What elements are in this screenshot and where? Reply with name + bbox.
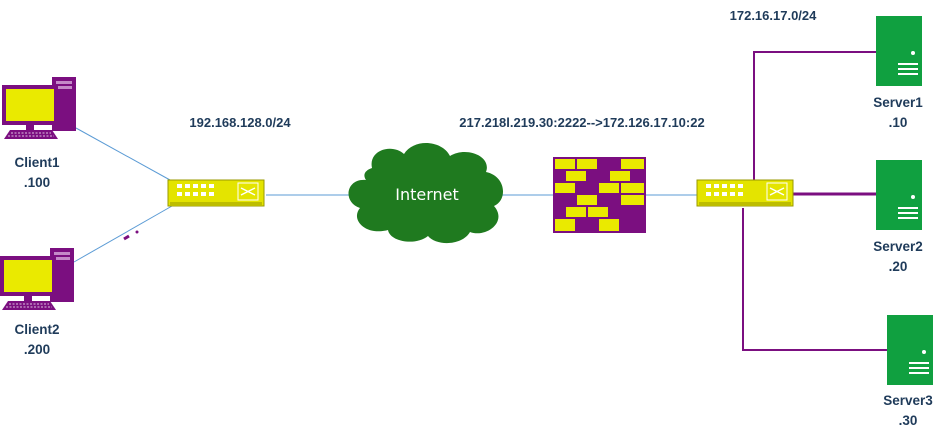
server2-name: Server2 <box>873 239 923 254</box>
nat-rule-label: 217.218l.219.30:2222-->172.126.17.10:22 <box>459 115 704 130</box>
server3-server-icon[interactable] <box>887 315 933 385</box>
link-marker-dot <box>135 230 139 234</box>
server2-server-icon[interactable] <box>876 160 922 230</box>
link-marker <box>123 234 130 241</box>
server1-name: Server1 <box>873 95 923 110</box>
server1-server-icon[interactable] <box>876 16 922 86</box>
client2-host: .200 <box>24 342 50 357</box>
client2-computer-icon[interactable] <box>0 247 75 311</box>
links <box>73 51 887 351</box>
server2-host: .20 <box>889 259 908 274</box>
link-switch-server3 <box>742 208 887 351</box>
left-subnet-label: 192.168.128.0/24 <box>189 115 291 130</box>
firewall-icon[interactable] <box>553 157 646 233</box>
internet-label: Internet <box>395 185 459 204</box>
right-subnet-label: 172.16.17.0/24 <box>730 8 818 23</box>
link-client1-switch <box>75 127 171 181</box>
client1-host: .100 <box>24 175 50 190</box>
link-client2-switch <box>73 205 173 263</box>
right-switch-icon[interactable] <box>696 179 794 207</box>
server3-host: .30 <box>899 413 918 428</box>
client1-name: Client1 <box>14 155 60 170</box>
link-switch-server1 <box>753 51 876 181</box>
client1-computer-icon[interactable] <box>1 76 77 140</box>
server3-name: Server3 <box>883 393 933 408</box>
client2-name: Client2 <box>14 322 59 337</box>
server1-host: .10 <box>889 115 908 130</box>
left-switch-icon[interactable] <box>167 179 265 207</box>
internet-cloud-icon[interactable] <box>348 142 504 244</box>
